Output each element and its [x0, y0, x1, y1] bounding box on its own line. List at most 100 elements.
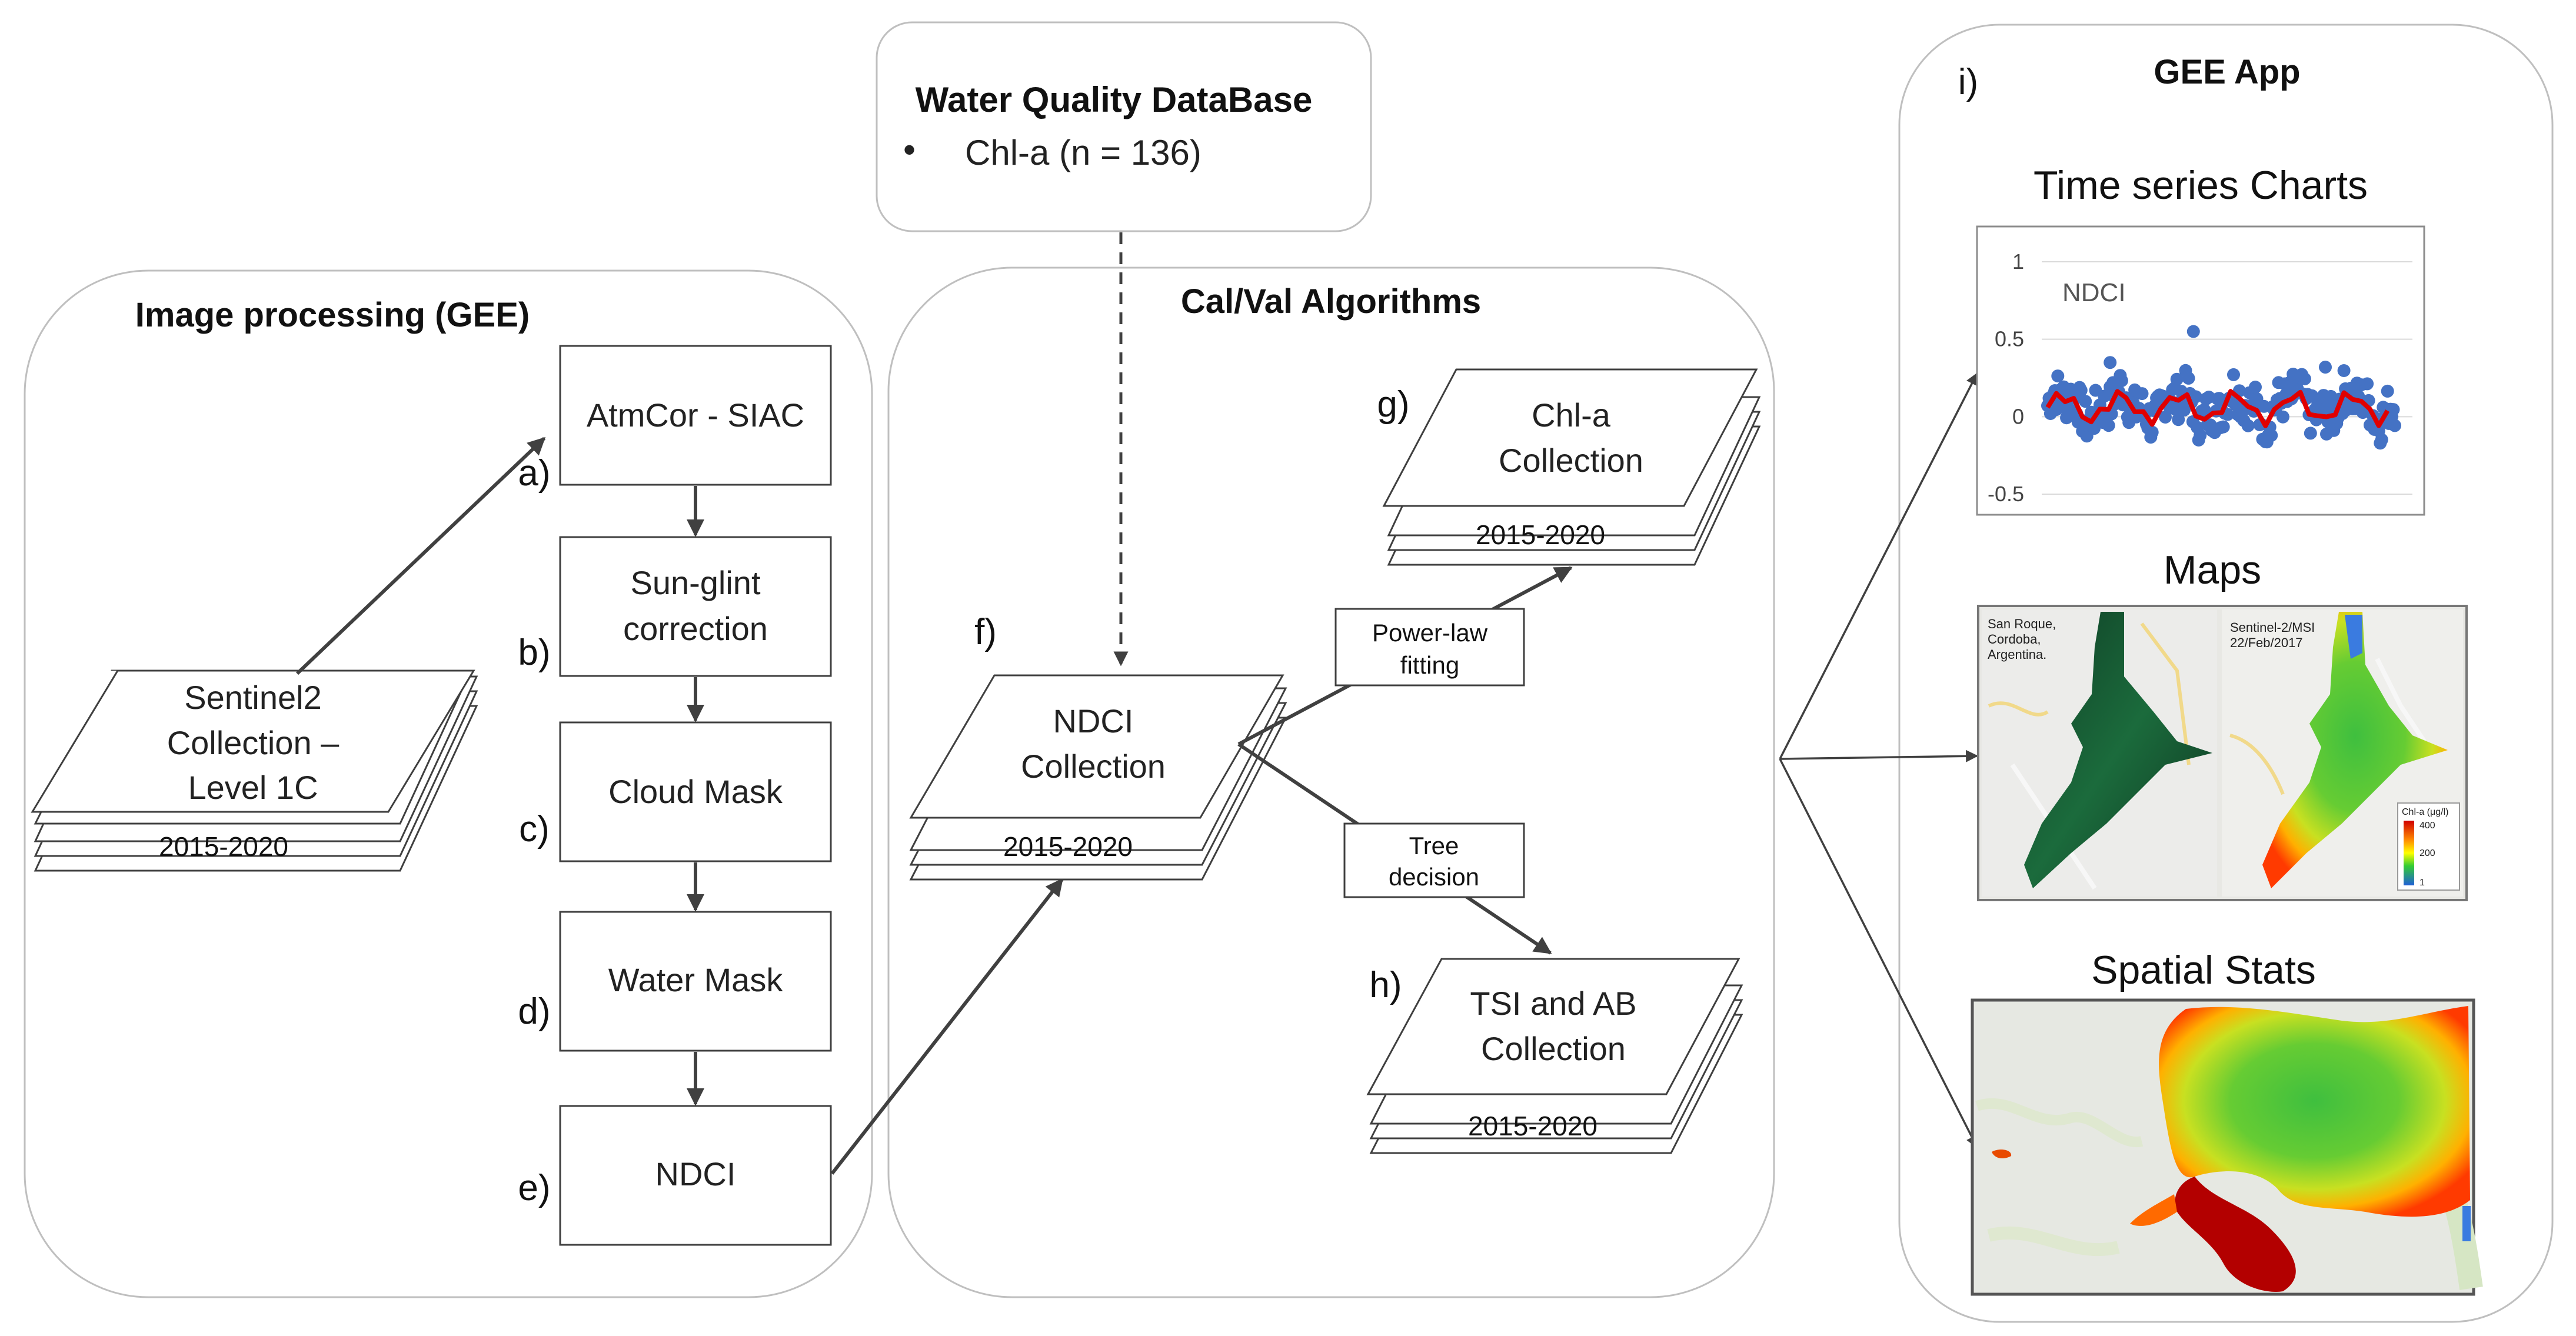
- ndci-data-point: [2135, 387, 2149, 401]
- ndci-data-point: [2304, 427, 2317, 440]
- tsi-collection-years: 2015-2020: [1468, 1111, 1597, 1141]
- ndci-data-point: [2102, 419, 2115, 432]
- y-tick-label: 1: [2012, 249, 2024, 274]
- ndci-data-point: [2172, 413, 2185, 427]
- to-stats-arrow: [1779, 758, 1978, 1148]
- ndci-data-point: [2198, 404, 2211, 417]
- tree-label-1: Tree: [1409, 832, 1459, 859]
- ndci-data-point: [2227, 368, 2240, 381]
- spatial-stats-image: [1971, 998, 2483, 1296]
- ndci-data-point: [2216, 420, 2230, 434]
- legend-tick: 1: [2419, 878, 2425, 888]
- reservoir-shape: [2159, 1006, 2470, 1217]
- charts-title: Time series Charts: [2033, 163, 2368, 208]
- ndci-data-point: [2186, 325, 2200, 338]
- chla-collection-label-1: Chl-a: [1532, 397, 1611, 434]
- legend-tick: 400: [2419, 821, 2435, 831]
- maps-image: San Roque, Cordoba, Argentina. Sentinel-…: [1977, 605, 2468, 901]
- chla-collection-label-2: Collection: [1499, 442, 1643, 479]
- step-c-letter: c): [519, 809, 550, 849]
- cloud-mask-label: Cloud Mask: [608, 773, 783, 810]
- sentinel2-years: 2015-2020: [159, 831, 288, 862]
- ndci-data-point: [2145, 425, 2159, 439]
- database-bullet: •: [903, 130, 916, 169]
- cloud-mask-box: [559, 721, 832, 862]
- ndci-collection-stack: [909, 674, 1287, 881]
- chla-legend: Chl-a (μg/l) 400 200 1: [2397, 802, 2460, 891]
- stats-title: Spatial Stats: [2091, 948, 2316, 992]
- to-charts-arrow: [1779, 372, 1978, 759]
- step-a-letter: a): [518, 453, 550, 494]
- ndci-data-point: [2182, 371, 2195, 385]
- step-i-letter: i): [1958, 62, 1978, 102]
- atmcor-label: AtmCor - SIAC: [587, 397, 804, 434]
- powerlaw-box: [1334, 608, 1525, 687]
- powerlaw-label-1: Power-law: [1372, 619, 1488, 647]
- map-date: 22/Feb/2017: [2230, 635, 2303, 650]
- maps-title: Maps: [2164, 548, 2261, 592]
- ndci-data-point: [2115, 374, 2128, 387]
- ndci-data-point: [2337, 364, 2351, 377]
- lake-dark-shape: [2024, 612, 2212, 888]
- image-processing-title: Image processing (GEE): [135, 296, 530, 334]
- map-location-1: San Roque,: [1988, 617, 2056, 631]
- step-b-letter: b): [518, 632, 550, 673]
- ndci-data-point: [2319, 361, 2332, 374]
- ndci-collection-label-2: Collection: [1021, 748, 1166, 785]
- ndci-trend-line: [2045, 389, 2390, 428]
- y-tick-label: -0.5: [1988, 482, 2024, 506]
- ndci-data-point: [2276, 410, 2289, 424]
- map-location-3: Argentina.: [1988, 647, 2046, 662]
- map-location-2: Cordoba,: [1988, 632, 2041, 647]
- ndci-box: [559, 1105, 832, 1246]
- step-e-letter: e): [518, 1168, 550, 1208]
- time-series-chart: 1 0.5 0 -0.5 NDCI: [1976, 225, 2425, 516]
- sentinel2-label-2: Collection –: [167, 724, 340, 761]
- powerlaw-label-2: fitting: [1400, 651, 1459, 679]
- database-item: Chl-a (n = 136): [965, 133, 1202, 172]
- reservoir-arm: [2175, 1177, 2296, 1292]
- ndci-collection-years: 2015-2020: [1003, 831, 1133, 862]
- ndci-data-point: [2387, 403, 2400, 417]
- to-maps-arrow: [1779, 749, 1979, 762]
- y-tick-label: 0.5: [1995, 327, 2024, 351]
- ndci-data-point: [2189, 390, 2202, 404]
- sunglint-box: [559, 536, 832, 677]
- database-title: Water Quality DataBase: [916, 80, 1313, 119]
- chart-ndci-label: NDCI: [2062, 278, 2126, 307]
- step-h-letter: h): [1369, 965, 1402, 1005]
- sentinel2-collection-stack: [31, 669, 478, 872]
- water-mask-label: Water Mask: [608, 961, 784, 998]
- gee-app-title: GEE App: [2154, 53, 2300, 91]
- step-d-letter: d): [518, 991, 550, 1032]
- atmcor-box: [559, 345, 832, 486]
- tree-label-2: decision: [1389, 863, 1479, 891]
- sunglint-label-2: correction: [623, 610, 768, 647]
- ndci-data-point: [2249, 381, 2262, 394]
- ndci-data-point: [2388, 419, 2401, 432]
- ndci-data-point: [2265, 429, 2278, 442]
- ndci-to-collection-arrow: [830, 878, 1064, 1175]
- ndci-data-point: [2298, 372, 2311, 385]
- calval-title: Cal/Val Algorithms: [1181, 282, 1481, 321]
- sentinel2-label-3: Level 1C: [188, 769, 318, 806]
- ndci-data-point: [2381, 384, 2394, 398]
- y-tick-label: 0: [2012, 404, 2024, 428]
- water-mask-box: [559, 911, 832, 1052]
- map-sensor: Sentinel-2/MSI: [2230, 620, 2315, 635]
- ndci-label: NDCI: [655, 1155, 736, 1192]
- ndci-data-point: [2098, 389, 2111, 403]
- database-panel: [876, 21, 1372, 232]
- ndci-data-point: [2194, 429, 2207, 442]
- ndci-data-point: [2079, 395, 2092, 408]
- ndci-data-point: [2375, 433, 2388, 447]
- tsi-collection-label-1: TSI and AB: [1470, 985, 1636, 1022]
- legend-tick: 200: [2419, 848, 2435, 858]
- legend-title: Chl-a (μg/l): [2402, 807, 2448, 817]
- ndci-data-point: [2074, 384, 2088, 397]
- sentinel2-label-1: Sentinel2: [184, 679, 322, 716]
- sunglint-label-1: Sun-glint: [630, 564, 760, 601]
- tsi-collection-stack: [1366, 958, 1743, 1154]
- sentinel-to-atmcor-arrow: [295, 437, 546, 675]
- step-f-letter: f): [974, 612, 997, 652]
